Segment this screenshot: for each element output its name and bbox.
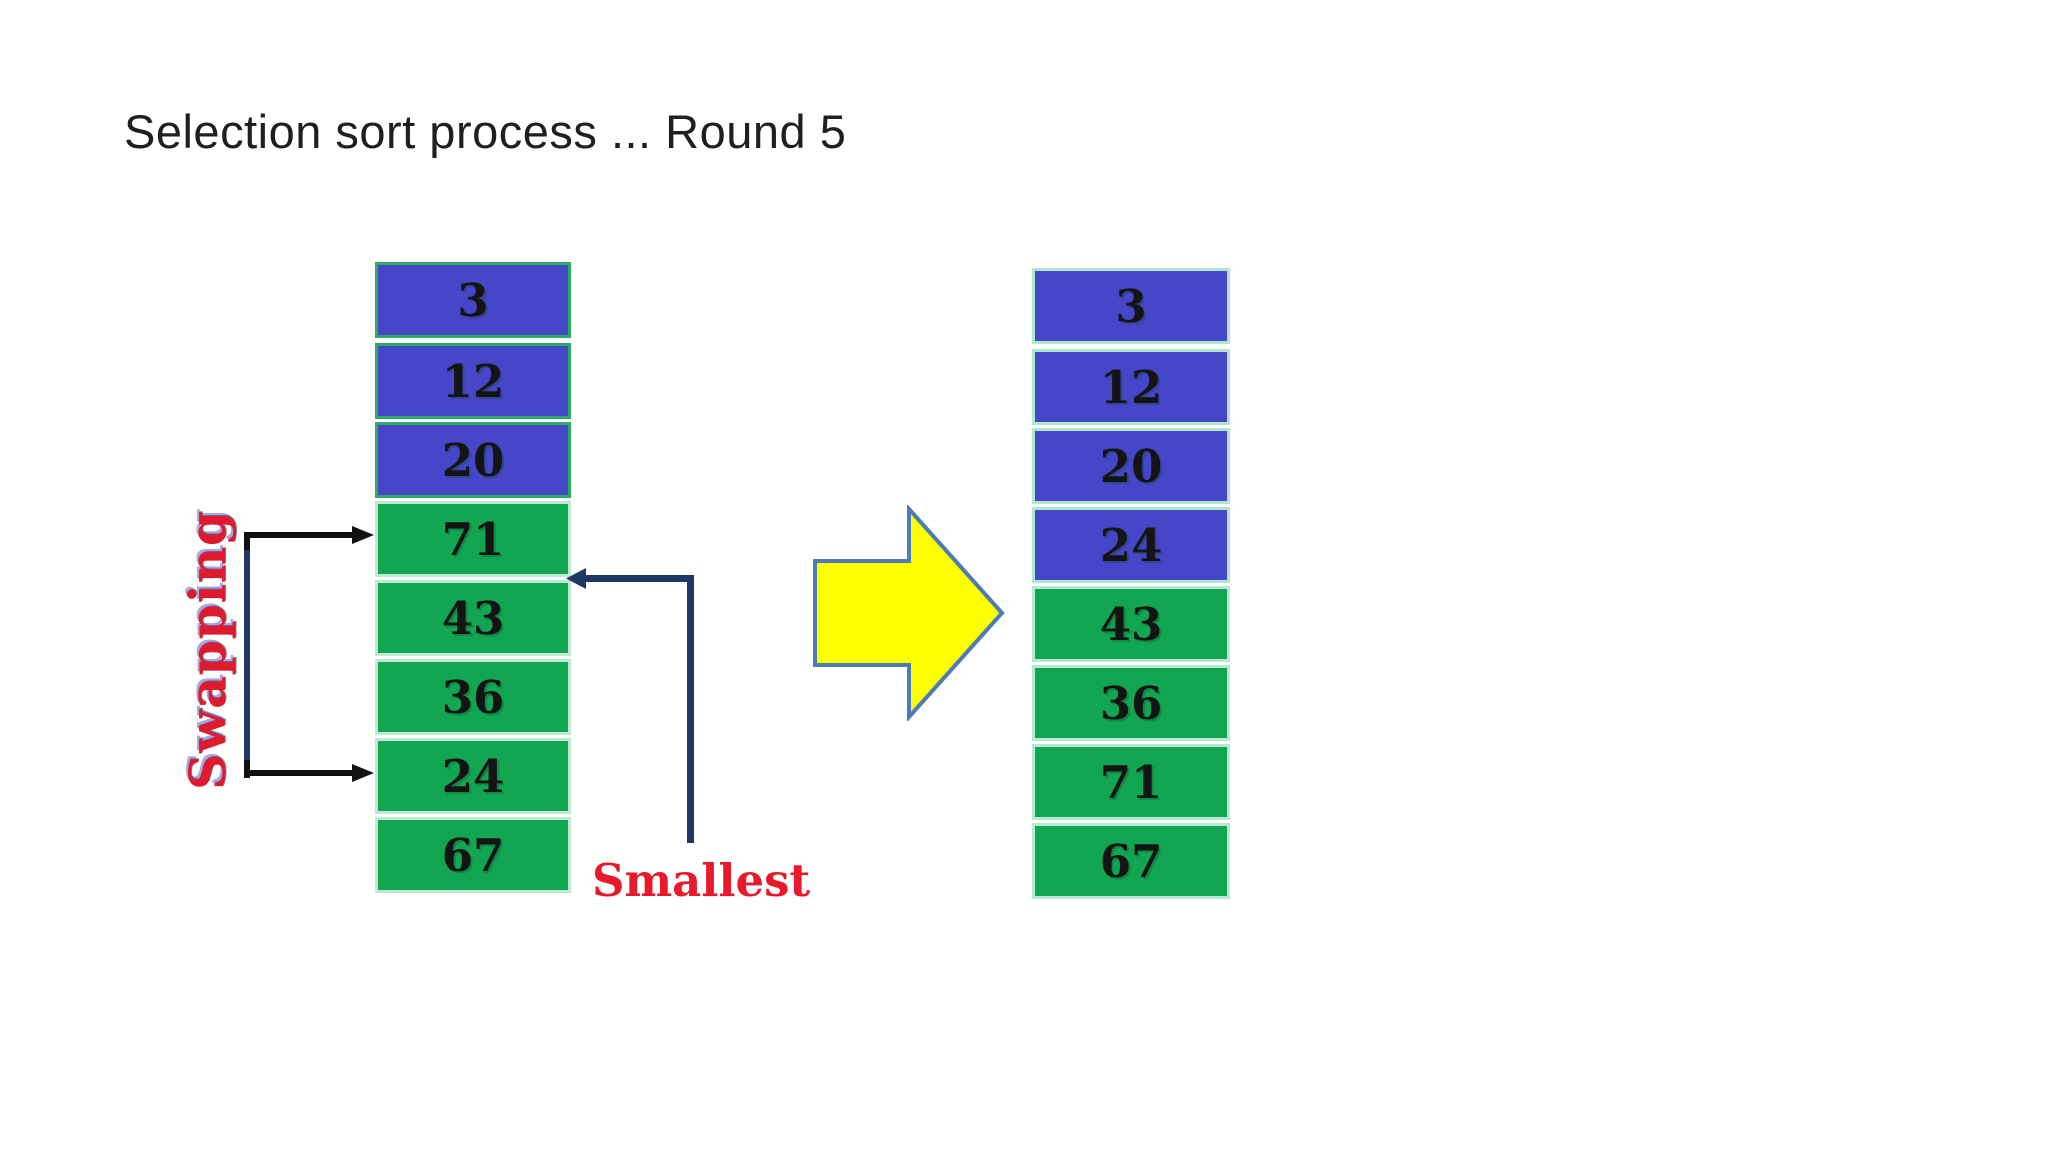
- smallest-arrow-icon: [566, 568, 694, 843]
- array-cell: 71: [375, 501, 571, 577]
- right-arrow-icon: [813, 505, 1005, 721]
- array-cell: 67: [375, 817, 571, 893]
- swapping-label: Swapping: [178, 510, 237, 790]
- array-cell: 36: [1032, 665, 1230, 741]
- array-cell: 20: [375, 422, 571, 498]
- array-cell: 3: [375, 262, 571, 338]
- array-cell: 20: [1032, 428, 1230, 504]
- slide-title: Selection sort process ... Round 5: [124, 105, 847, 158]
- array-cell: 3: [1032, 268, 1230, 344]
- array-cell: 36: [375, 659, 571, 735]
- array-cell: 67: [1032, 823, 1230, 899]
- array-cell: 43: [1032, 586, 1230, 662]
- array-cell: 24: [1032, 507, 1230, 583]
- swap-arrows-icon: [244, 526, 374, 782]
- array-cell: 71: [1032, 744, 1230, 820]
- smallest-label: Smallest: [592, 854, 811, 907]
- array-before-swap: 3 12 20 71 43 36 24 67: [375, 262, 571, 896]
- array-cell: 24: [375, 738, 571, 814]
- array-cell: 43: [375, 580, 571, 656]
- array-cell: 12: [375, 343, 571, 419]
- array-cell: 12: [1032, 349, 1230, 425]
- array-after-swap: 3 12 20 24 43 36 71 67: [1032, 268, 1230, 902]
